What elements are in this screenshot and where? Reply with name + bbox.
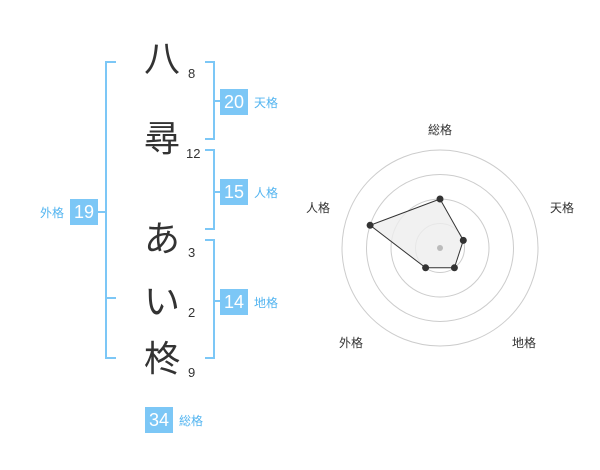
chikaku-bracket bbox=[205, 239, 215, 359]
radar-center-dot bbox=[437, 245, 443, 251]
radar-label-tenkaku: 天格 bbox=[549, 201, 574, 215]
stroke-count-5: 9 bbox=[188, 365, 196, 380]
soukaku-value: 34 bbox=[145, 407, 174, 433]
stroke-count-4: 2 bbox=[188, 305, 196, 320]
radar-label-chikaku: 地格 bbox=[511, 336, 536, 350]
name-char-5: 柊 bbox=[143, 339, 180, 380]
tenkaku-label: 天格 bbox=[254, 96, 279, 110]
jinkaku-bracket bbox=[205, 149, 215, 230]
radar-point-2 bbox=[459, 236, 467, 244]
chikaku-value: 14 bbox=[220, 289, 249, 315]
name-char-3: あ bbox=[143, 219, 180, 260]
stroke-count-1: 8 bbox=[188, 66, 196, 81]
radar-point-4 bbox=[422, 264, 430, 272]
radar-point-3 bbox=[450, 264, 458, 272]
radar-ring-4 bbox=[341, 149, 539, 347]
jinkaku-label: 人格 bbox=[254, 186, 279, 200]
radar-ring-3 bbox=[366, 174, 514, 322]
jinkaku-value: 15 bbox=[220, 179, 249, 205]
radar-area bbox=[369, 198, 464, 269]
chikaku-label: 地格 bbox=[254, 296, 279, 310]
radar-label-gaikaku: 外格 bbox=[338, 336, 363, 350]
gaikaku-bracket bbox=[105, 61, 116, 359]
gaikaku-label: 外格 bbox=[40, 206, 65, 220]
soukaku-label: 総格 bbox=[179, 414, 204, 428]
radar-label-jinkaku: 人格 bbox=[305, 201, 330, 215]
name-char-2: 尋 bbox=[143, 119, 180, 160]
radar-label-soukaku: 総格 bbox=[427, 123, 452, 137]
radar-point-1 bbox=[436, 195, 444, 203]
radar-point-5 bbox=[366, 221, 374, 229]
stroke-count-3: 3 bbox=[188, 245, 196, 260]
stroke-count-2: 12 bbox=[186, 146, 201, 161]
name-char-4: い bbox=[143, 282, 180, 323]
gaikaku-value: 19 bbox=[70, 199, 99, 225]
name-char-1: 八 bbox=[143, 39, 180, 80]
tenkaku-value: 20 bbox=[220, 89, 249, 115]
